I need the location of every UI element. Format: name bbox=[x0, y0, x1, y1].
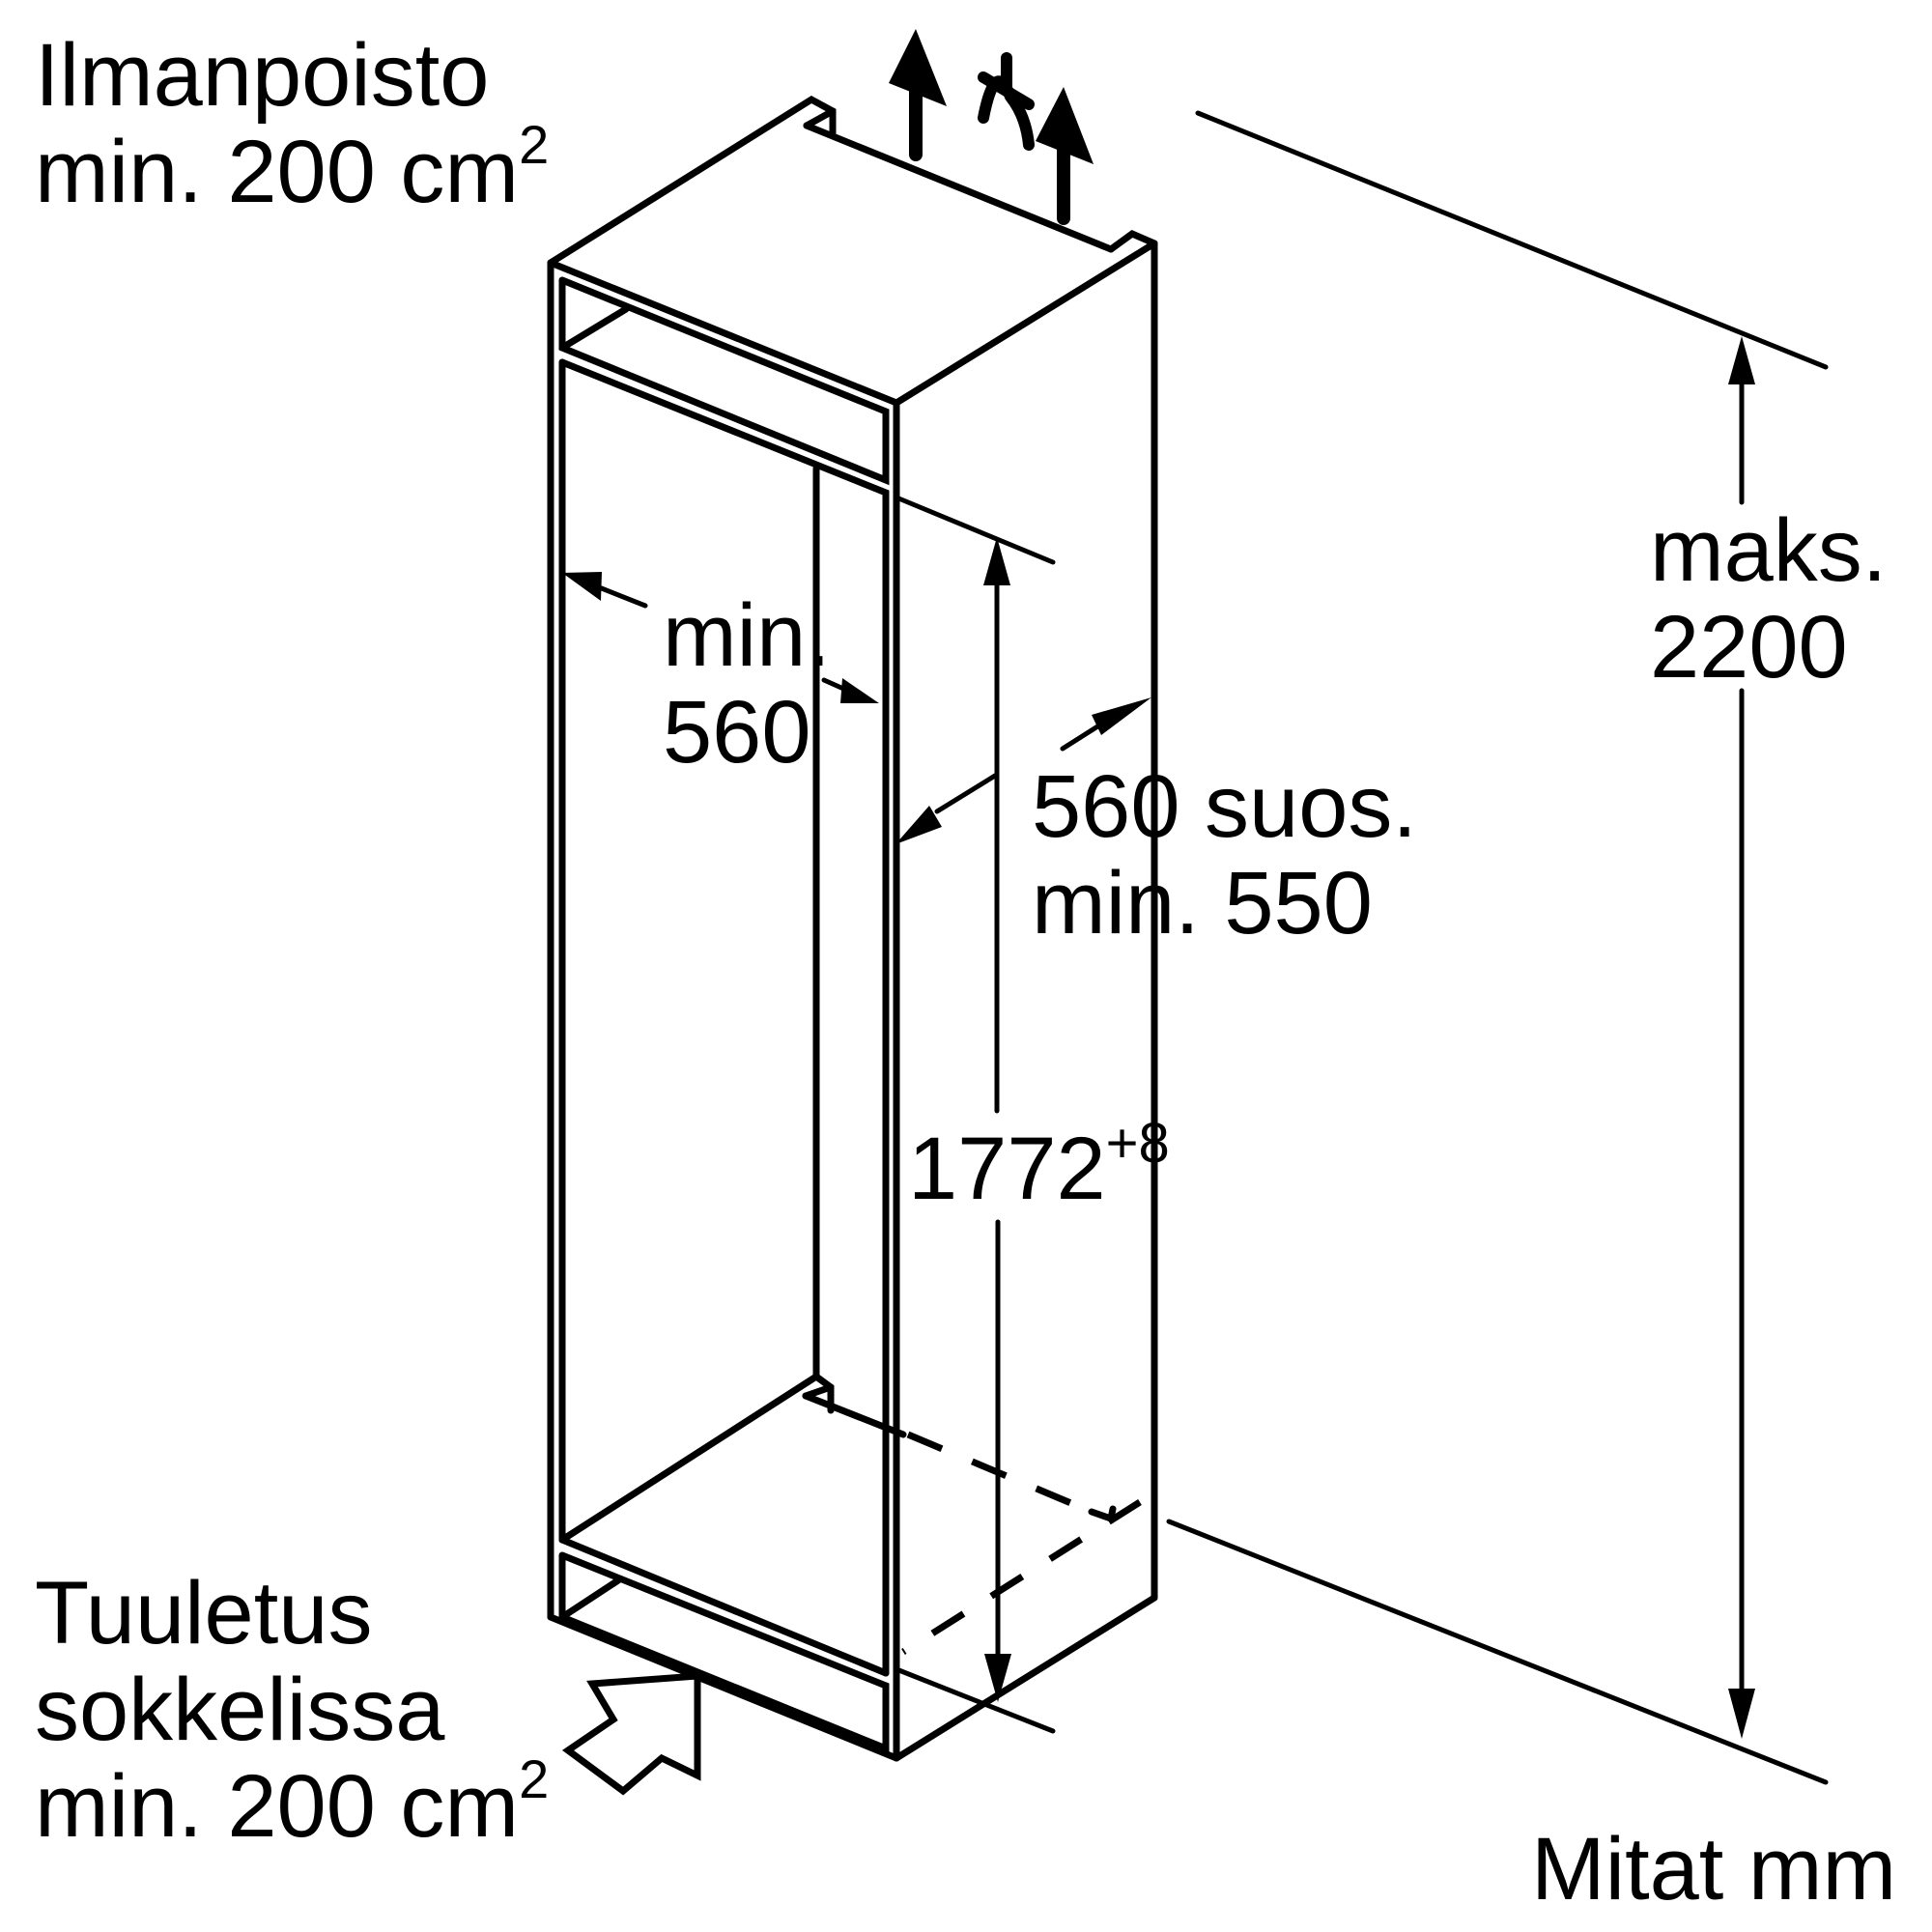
cabinet-outline bbox=[547, 95, 1158, 1762]
intake-label-area: min. 200 cm2 bbox=[35, 1748, 549, 1866]
exhaust-label-area: min. 200 cm2 bbox=[35, 114, 549, 232]
inner-width-dimension bbox=[562, 572, 879, 703]
wall-socket-icon bbox=[978, 52, 1035, 151]
intake-label: Tuuletus sokkelissa min. 200 cm2 bbox=[35, 1565, 549, 1866]
intake-label-title: Tuuletus bbox=[35, 1564, 373, 1662]
airflow-up-arrow-icon bbox=[889, 29, 947, 161]
niche-height-tolerance: +8 bbox=[1105, 1112, 1170, 1175]
niche-height-value: 1772 bbox=[908, 1120, 1106, 1218]
depth-minimum: min. 550 bbox=[1032, 854, 1373, 952]
depth-recommended: 560 suos. bbox=[1032, 757, 1417, 856]
exhaust-area-value: min. 200 cm bbox=[35, 123, 520, 221]
air-intake-arrow-icon bbox=[561, 1672, 701, 1796]
intake-area-exponent: 2 bbox=[519, 1748, 550, 1809]
intake-area-value: min. 200 cm bbox=[35, 1757, 520, 1856]
niche-height-label: 1772+8 bbox=[908, 1112, 1170, 1229]
max-height-label: maks. 2200 bbox=[1650, 502, 1887, 696]
extension-lines bbox=[894, 110, 1829, 1785]
exhaust-label-title: Ilmanpoisto bbox=[35, 26, 490, 125]
depth-dimension bbox=[895, 697, 1151, 844]
max-height-value: 2200 bbox=[1650, 598, 1848, 696]
exhaust-area-exponent: 2 bbox=[519, 114, 550, 175]
max-height-prefix: maks. bbox=[1650, 501, 1888, 600]
hidden-edges bbox=[901, 1431, 1142, 1655]
depth-label: 560 suos. min. 550 bbox=[1032, 758, 1417, 952]
inner-width-label: min. 560 bbox=[663, 587, 831, 781]
airflow-up-arrow-icon bbox=[1036, 87, 1094, 225]
inner-width-prefix: min. bbox=[663, 586, 831, 685]
units-label: Mitat mm bbox=[1531, 1820, 1897, 1918]
intake-label-location: sokkelissa bbox=[35, 1661, 445, 1759]
inner-width-value: 560 bbox=[663, 683, 811, 781]
exhaust-label: Ilmanpoisto min. 200 cm2 bbox=[35, 27, 549, 232]
niche-height-dimension bbox=[983, 537, 1011, 1702]
max-height-dimension bbox=[1728, 336, 1755, 1739]
